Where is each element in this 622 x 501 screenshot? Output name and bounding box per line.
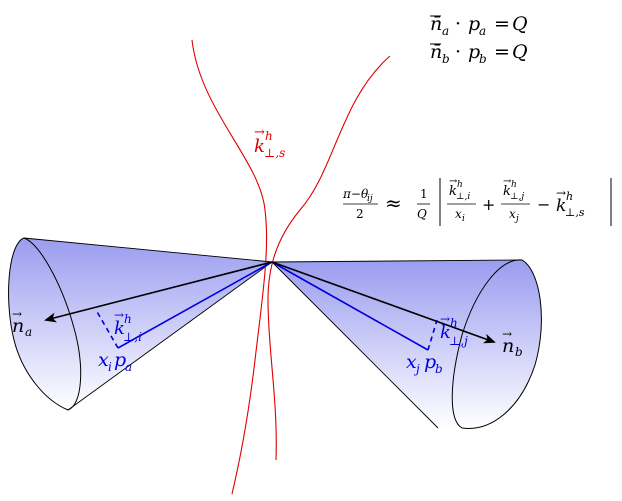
kperp-a-dashed: [95, 309, 119, 349]
formula-t2-den: x: [509, 207, 516, 221]
formula-coef-num: 1: [420, 187, 428, 201]
cone-a-edge-bottom: [67, 261, 273, 411]
equation-block: n̄ a · p a = Q n̄ b · p b = Q: [430, 13, 528, 66]
formula-frac-den: 2: [356, 207, 364, 221]
cone-b: [271, 259, 542, 429]
collinear-line-b: [271, 261, 429, 351]
mom-b-sub1: j: [413, 362, 420, 376]
cone-a-edge-top: [23, 237, 273, 263]
momentum-b-label: x j p b: [406, 351, 443, 376]
axis-a-vec: →: [12, 307, 22, 321]
equation-b: n̄ b · p b = Q: [430, 41, 528, 66]
soft-label: k → h ⊥,s: [254, 125, 285, 160]
kperp-a-k: k: [114, 318, 125, 339]
mom-b-x: x: [406, 351, 417, 373]
collinear-line-a: [117, 261, 273, 349]
soft-label-sub: ⊥,s: [264, 146, 285, 160]
formula-t3-sup: h: [566, 190, 573, 203]
soft-label-sup: h: [265, 129, 273, 143]
formula-t1-sub: ⊥,i: [456, 192, 470, 202]
eq1-psub: a: [479, 24, 486, 38]
cone-a-labels: n → a k → h ⊥,i x i p a: [12, 307, 142, 374]
eq2-p: p: [468, 41, 480, 63]
axis-b-label: n: [502, 335, 514, 357]
formula-approx: ≈: [385, 191, 402, 215]
kperp-b-k: k: [440, 322, 451, 343]
eq2-Q: Q: [512, 41, 528, 63]
eq1-sub: a: [442, 24, 449, 38]
equation-a: n̄ a · p a = Q: [430, 13, 528, 38]
eq2-psub: b: [479, 52, 487, 66]
soft-curve-2: [267, 55, 391, 461]
axis-b-vec: →: [502, 327, 512, 341]
formula-t1-k: k: [449, 184, 457, 199]
kperp-a-sub: ⊥,i: [123, 330, 142, 344]
formula-t2-den-sub: j: [514, 214, 519, 224]
eq2-sub: b: [442, 52, 450, 66]
formula-t1-vec: →: [449, 176, 458, 187]
formula-minus: −: [537, 195, 550, 214]
formula-t1-den-sub: i: [462, 214, 465, 224]
eq1-dot: ·: [455, 13, 461, 35]
formula-coef-den: Q: [417, 207, 427, 221]
eq1-p: p: [468, 13, 480, 35]
axis-arrow-b: [271, 261, 496, 344]
kperp-a-label: k → h ⊥,i: [114, 308, 142, 344]
eq1-Q: Q: [512, 13, 528, 35]
mom-b-sub2: b: [435, 362, 443, 376]
axis-b-sub: b: [515, 345, 523, 359]
soft-label-k: k: [254, 136, 265, 157]
cone-a: [8, 237, 273, 411]
kperp-a-sup: h: [124, 312, 132, 326]
kperp-b-sup: h: [450, 316, 458, 330]
kperp-a-vec: →: [114, 308, 124, 322]
mom-b-p: p: [424, 351, 436, 373]
formula-t1-sup: h: [457, 180, 463, 190]
formula-t2-sup: h: [511, 180, 517, 190]
cone-b-labels: n → b k → h ⊥,j x j p b: [406, 312, 523, 376]
kperp-b-sub: ⊥,j: [449, 334, 468, 348]
cone-b-edge-bottom: [271, 261, 439, 429]
cone-b-base: [451, 259, 542, 429]
eq1-eq: =: [494, 13, 510, 35]
formula-frac-num: π−θ: [342, 187, 369, 201]
eq2-dot: ·: [455, 41, 461, 63]
formula-t1-den: x: [455, 207, 462, 221]
angle-formula: π−θ ij 2 ≈ 1 Q k → h ⊥,i x i + k → h ⊥,j…: [342, 176, 612, 226]
mom-a-p: p: [114, 349, 126, 371]
formula-t3-sub: ⊥,s: [565, 206, 585, 219]
mom-a-x: x: [98, 349, 109, 371]
mom-a-sub1: i: [108, 360, 112, 374]
eq2-eq: =: [494, 41, 510, 63]
formula-t3-vec: →: [556, 186, 566, 200]
soft-label-vec: →: [254, 125, 265, 140]
axis-arrow-a: [44, 261, 273, 323]
formula-t2-k: k: [503, 184, 511, 199]
formula-t2-vec: →: [503, 176, 512, 187]
eq2-nbar: n̄: [430, 41, 442, 63]
momentum-a-label: x i p a: [98, 349, 132, 374]
kperp-b-vec: →: [440, 312, 450, 326]
cone-b-edge-top: [271, 259, 523, 263]
eq1-nbar: n̄: [430, 13, 442, 35]
axis-a-sub: a: [25, 325, 32, 339]
kperp-b-label: k → h ⊥,j: [440, 312, 468, 348]
formula-t3-k: k: [556, 196, 566, 216]
formula-frac-num-sub: ij: [367, 194, 373, 204]
mom-a-sub2: a: [125, 360, 132, 374]
soft-curve-1: [191, 39, 268, 495]
formula-t2-sub: ⊥,j: [510, 192, 524, 202]
formula-plus: +: [482, 195, 495, 214]
axis-a-label: n: [12, 315, 24, 337]
